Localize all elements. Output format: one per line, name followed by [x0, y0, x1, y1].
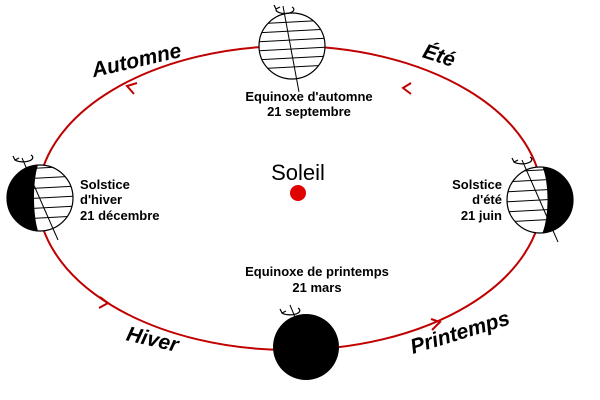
- spring-equinox-date: 21 mars: [292, 280, 341, 295]
- orbit-arrow-top-right: [401, 82, 412, 95]
- earth-winter-solstice-icon: [6, 154, 74, 241]
- sun-label: Soleil: [271, 160, 325, 185]
- season-label-winter: Hiver: [124, 323, 182, 358]
- season-label-summer: Été: [420, 40, 458, 72]
- winter-solstice-date: 21 décembre: [80, 208, 160, 223]
- autumn-equinox-date: 21 septembre: [267, 104, 351, 119]
- sun-icon: [290, 185, 306, 201]
- earth-spring-equinox-icon: [273, 304, 339, 380]
- earth-autumn-equinox-icon: [258, 4, 326, 93]
- season-label-autumn: Automne: [89, 39, 184, 82]
- summer-solstice-date: 21 juin: [461, 208, 502, 223]
- season-label-spring: Printemps: [408, 307, 513, 359]
- winter-solstice-line2: d'hiver: [80, 192, 122, 207]
- autumn-equinox-title: Equinoxe d'automne: [245, 89, 372, 104]
- summer-solstice-line1: Solstice: [452, 177, 502, 192]
- spring-equinox-title: Equinoxe de printemps: [245, 264, 389, 279]
- earth-summer-solstice-icon: [506, 156, 574, 243]
- orbit-arrow-top-left: [125, 82, 138, 95]
- summer-solstice-line2: d'été: [472, 192, 502, 207]
- orbit-arrow-bottom-right: [430, 318, 442, 331]
- winter-solstice-line1: Solstice: [80, 177, 130, 192]
- orbit-arrow-bottom-left: [98, 296, 110, 309]
